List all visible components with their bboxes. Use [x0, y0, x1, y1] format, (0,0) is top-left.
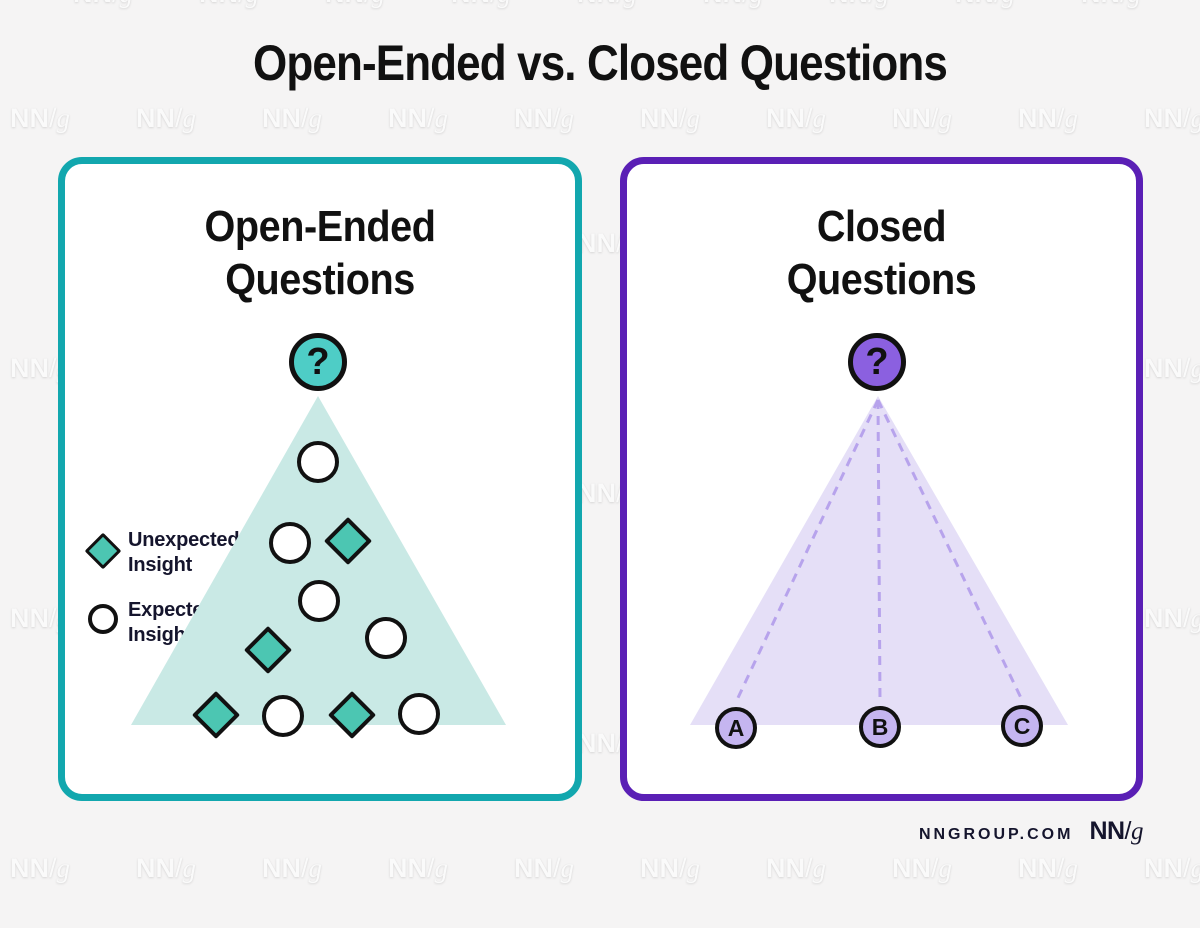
open-ended-title-line1: Open-Ended — [204, 202, 436, 251]
open-ended-title-line2: Questions — [225, 255, 415, 304]
nng-watermark: NN/g — [766, 853, 827, 883]
nng-watermark: NN/g — [388, 853, 449, 883]
open-ended-panel: Open-Ended Questions Unexpected Insight … — [58, 157, 582, 801]
nng-watermark: NN/g — [262, 103, 323, 133]
closed-title-line1: Closed — [816, 202, 947, 251]
circle-icon — [88, 604, 118, 634]
nng-watermark: NN/g — [955, 0, 1015, 9]
closed-panel-title: Closed Questions — [652, 200, 1110, 306]
nng-watermark: NN/g — [73, 0, 133, 9]
legend-label-unexpected: Unexpected Insight — [128, 529, 240, 576]
nng-watermark: NN/g — [199, 0, 259, 9]
footer-brand: NNGROUP.COM NN/g — [918, 817, 1144, 846]
nng-watermark: NN/g — [1018, 853, 1079, 883]
nng-watermark: NN/g — [829, 0, 889, 9]
nng-watermark: NN/g — [703, 0, 763, 9]
nng-watermark: NN/g — [892, 103, 953, 133]
nng-watermark: NN/g — [577, 0, 637, 9]
nng-watermark: NN/g — [10, 603, 70, 633]
nng-watermark: NN/g — [1144, 103, 1200, 133]
legend-label-expected: Expected Insight — [128, 599, 216, 646]
nng-watermark: NN/g — [10, 103, 71, 133]
nng-watermark: NN/g — [1144, 853, 1200, 883]
nng-watermark: NN/g — [136, 853, 197, 883]
nng-watermark: NN/g — [766, 103, 827, 133]
nng-watermark: NN/g — [262, 853, 323, 883]
diamond-icon — [84, 532, 122, 570]
open-ended-panel-title: Open-Ended Questions — [91, 200, 550, 306]
nng-watermark: NN/g — [10, 853, 71, 883]
nng-watermark: NN/g — [892, 853, 953, 883]
nng-watermark: NN/g — [514, 103, 575, 133]
closed-panel: Closed Questions — [620, 157, 1143, 801]
nng-watermark: NN/g — [325, 0, 385, 9]
nng-watermark: NN/g — [1144, 603, 1200, 633]
closed-title-line2: Questions — [786, 255, 977, 304]
nng-watermark: NN/g — [640, 853, 701, 883]
nng-watermark: NN/g — [136, 103, 197, 133]
nng-watermark: NN/g — [1018, 103, 1079, 133]
nng-watermark: NN/g — [1144, 353, 1200, 383]
nng-watermark: NN/g — [1081, 0, 1141, 9]
nng-logo: NN/g — [1089, 817, 1143, 845]
nng-watermark: NN/g — [640, 103, 701, 133]
nng-watermark: NN/g — [388, 103, 449, 133]
nng-watermark: NN/g — [451, 0, 511, 9]
page-title: Open-Ended vs. Closed Questions — [253, 35, 948, 91]
nng-watermark: NN/g — [514, 853, 575, 883]
site-name: NNGROUP.COM — [918, 826, 1074, 843]
